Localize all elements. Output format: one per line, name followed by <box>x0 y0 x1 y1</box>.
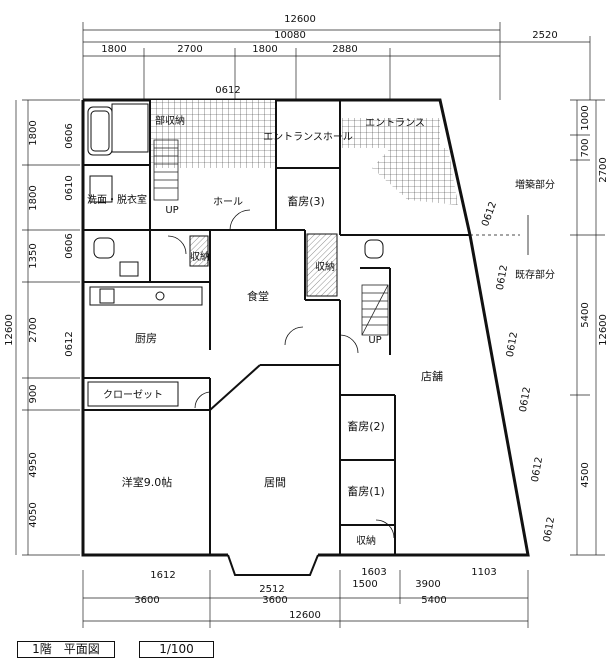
dim-right-4: 5400 <box>580 302 591 327</box>
window-label-14: 1603 <box>361 567 386 578</box>
left-dimensions: 1800 1800 1350 2700 900 4950 12600 4050 <box>4 120 39 527</box>
dim-bottom-a-2: 3600 <box>262 595 287 606</box>
dim-left-total: 12600 <box>4 314 15 346</box>
top-dimensions: 12600 10080 2520 1800 2700 1800 2880 <box>101 14 557 55</box>
dim-left-6: 4950 <box>28 452 39 477</box>
dim-top-total: 12600 <box>284 14 316 25</box>
dim-right-3: 2700 <box>598 157 609 182</box>
bay-window <box>227 554 319 576</box>
window-label-4: 0606 <box>64 233 75 258</box>
drawing-title: 1階 平面図 <box>17 641 115 658</box>
tiled-floor-entrance <box>342 118 440 148</box>
dim-top-seg-4: 2880 <box>332 44 357 55</box>
room-hall: ホール <box>213 196 243 208</box>
right-dimensions: 1000 700 2700 5400 12600 4500 <box>580 105 609 487</box>
dim-left-2: 1800 <box>28 185 39 210</box>
stairs-right <box>361 284 389 336</box>
dim-left-3: 1350 <box>28 243 39 268</box>
dim-left-1: 1800 <box>28 120 39 145</box>
window-label-2: 0606 <box>64 123 75 148</box>
window-label-3: 0610 <box>64 175 75 200</box>
window-label-12: 1612 <box>150 570 175 581</box>
room-dining: 食堂 <box>247 289 269 303</box>
drawing-scale: 1/100 <box>139 641 214 658</box>
tiled-floor-hall <box>150 100 276 168</box>
room-storage-1: 畜房(1) <box>347 484 385 498</box>
dim-bottom-b-1: 1500 <box>352 579 377 590</box>
label-extension: 増築部分 <box>515 178 555 191</box>
window-label-1: 0612 <box>215 85 240 96</box>
room-entrance-hall: エントランスホール <box>263 131 353 143</box>
closet-box <box>87 381 179 407</box>
room-washroom: 洗面・脱衣室 <box>87 193 147 206</box>
dim-top-seg-1: 1800 <box>101 44 126 55</box>
window-label-6: 0612 <box>480 200 499 228</box>
dim-left-sub: 4050 <box>28 502 39 527</box>
dim-bottom-a-3: 5400 <box>421 595 446 606</box>
window-label-10: 0612 <box>530 456 545 483</box>
room-entrance: エントランス <box>365 117 425 129</box>
stair-up-1: UP <box>165 205 178 216</box>
dim-bottom-a-1: 3600 <box>134 595 159 606</box>
dim-left-4: 2700 <box>28 317 39 342</box>
dim-right-1: 1000 <box>580 105 591 130</box>
fixtures <box>87 103 384 306</box>
dim-top-right: 2520 <box>532 30 557 41</box>
room-storage-a: 収納 <box>190 250 210 263</box>
window-label-5: 0612 <box>64 331 75 356</box>
dim-bottom-b-2: 3900 <box>415 579 440 590</box>
dimension-lines <box>15 22 605 628</box>
room-closet-top: 部収納 <box>155 114 185 127</box>
dim-right-5: 4500 <box>580 462 591 487</box>
room-kitchen: 厨房 <box>135 332 157 345</box>
dim-top-sub: 10080 <box>274 30 306 41</box>
dim-left-5: 900 <box>28 384 39 403</box>
room-storage-2: 畜房(2) <box>347 419 385 433</box>
room-shop: 店舗 <box>421 369 443 383</box>
room-storage-b: 収納 <box>315 260 335 273</box>
room-storage-3: 畜房(3) <box>287 194 325 208</box>
storage-hatch-b <box>306 233 338 297</box>
window-label-11: 0612 <box>542 516 557 543</box>
window-label-15: 1103 <box>471 567 496 578</box>
dim-top-seg-3: 1800 <box>252 44 277 55</box>
label-existing: 既存部分 <box>515 268 555 281</box>
window-label-7: 0612 <box>495 264 510 291</box>
window-label-13: 2512 <box>259 584 284 595</box>
room-storage-c: 収納 <box>356 534 376 547</box>
window-label-8: 0612 <box>505 331 520 358</box>
room-western: 洋室9.0帖 <box>122 475 173 489</box>
storage-hatch-a <box>189 235 209 267</box>
room-closet: クローゼット <box>103 389 163 401</box>
stair-up-2: UP <box>368 335 381 346</box>
room-labels: 部収納 洗面・脱衣室 ホール エントランスホール エントランス 畜房(3) 収納… <box>87 114 555 547</box>
stairs-left <box>153 139 179 201</box>
door-swings <box>167 209 395 539</box>
dim-bottom-total: 12600 <box>289 610 321 621</box>
bottom-dimensions: 3600 3600 5400 12600 1500 3900 <box>134 579 446 621</box>
dim-top-seg-2: 2700 <box>177 44 202 55</box>
tiled-floor-steps <box>372 148 458 205</box>
interior-walls <box>83 100 470 555</box>
window-label-9: 0612 <box>518 386 533 413</box>
room-living: 居間 <box>264 476 286 489</box>
dim-right-total: 12600 <box>598 314 609 346</box>
dim-right-2: 700 <box>580 138 591 157</box>
